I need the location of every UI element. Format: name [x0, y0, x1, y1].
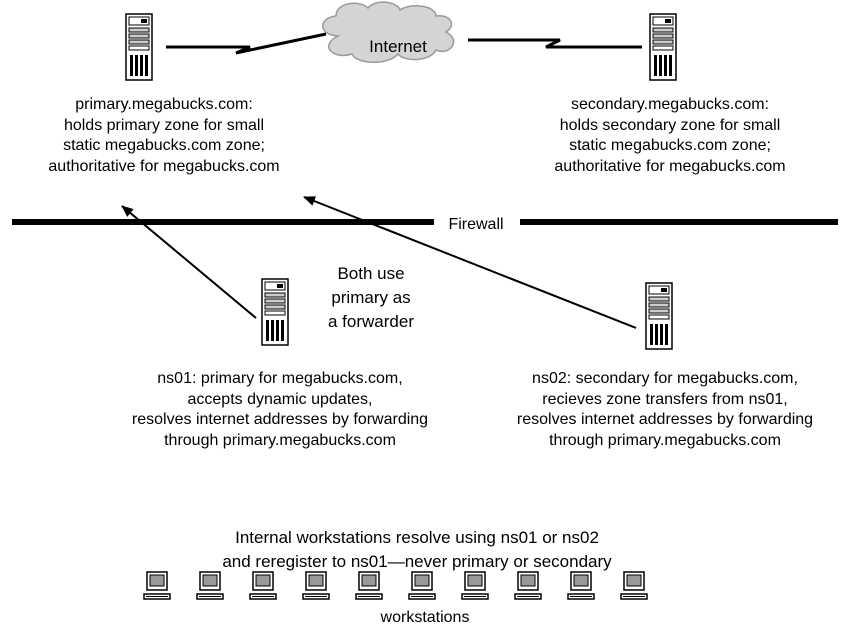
primary-line-4: authoritative for megabucks.com: [48, 157, 280, 175]
secondary-line-3: static megabucks.com zone;: [569, 137, 771, 154]
ns02-line-2: recieves zone transfers from ns01,: [542, 390, 788, 408]
secondary-server-icon: [649, 13, 677, 81]
primary-line-2: holds primary zone for small: [63, 116, 265, 134]
forwarder-line-3: a forwarder: [328, 312, 414, 331]
workstation-note: Internal workstations resolve using ns01…: [150, 526, 684, 574]
workstation-icon: [355, 571, 383, 600]
workstation-note-line-1: Internal workstations resolve using ns01…: [235, 528, 599, 547]
ns01-description: ns01: primary for megabucks.com, accepts…: [95, 369, 465, 451]
ns01-line-1: ns01: primary for megabucks.com,: [157, 370, 403, 387]
forwarder-arrow-ns02: [303, 196, 637, 329]
ns02-description: ns02: secondary for megabucks.com, recie…: [480, 369, 850, 451]
workstation-icon: [249, 571, 277, 600]
workstation-icon: [302, 571, 330, 600]
ns02-line-1: ns02: secondary for megabucks.com,: [532, 370, 798, 387]
workstation-icon: [408, 571, 436, 600]
ns02-line-4: through primary.megabucks.com: [549, 431, 781, 449]
workstation-note-line-2: and reregister to ns01—never primary or …: [222, 552, 612, 571]
secondary-line-1: secondary.megabucks.com:: [570, 96, 769, 113]
secondary-server-description: secondary.megabucks.com: holds secondary…: [520, 95, 820, 177]
secondary-line-4: authoritative for megabucks.com: [554, 157, 786, 175]
ns01-line-4: through primary.megabucks.com: [164, 431, 396, 449]
workstation-icon: [620, 571, 648, 600]
workstation-icon: [514, 571, 542, 600]
forwarder-arrow-ns01: [121, 205, 257, 319]
workstation-icon: [461, 571, 489, 600]
ns01-server-icon: [261, 278, 289, 346]
ns01-line-3: resolves internet addresses by forwardin…: [131, 411, 429, 428]
firewall-label: Firewall: [448, 216, 503, 233]
wan-link-left: [166, 32, 327, 55]
ns01-line-2: accepts dynamic updates,: [187, 390, 373, 408]
ns02-server-icon: [645, 282, 673, 350]
primary-server-description: primary.megabucks.com: holds primary zon…: [14, 95, 314, 177]
internet-cloud-icon: [322, 1, 455, 63]
primary-server-icon: [125, 13, 153, 81]
forwarder-note: Both use primary as a forwarder: [316, 262, 426, 334]
workstation-icon: [143, 571, 171, 600]
internet-label: Internet: [369, 37, 427, 56]
secondary-line-2: holds secondary zone for small: [559, 116, 781, 134]
ns02-line-3: resolves internet addresses by forwardin…: [516, 411, 814, 428]
wan-link-right: [468, 38, 642, 49]
primary-line-3: static megabucks.com zone;: [63, 137, 265, 154]
workstation-icon: [196, 571, 224, 600]
workstations-label: workstations: [380, 609, 470, 626]
forwarder-line-2: primary as: [331, 288, 411, 307]
primary-line-1: primary.megabucks.com:: [75, 96, 253, 113]
forwarder-line-1: Both use: [337, 264, 405, 283]
workstations-row: [143, 571, 648, 600]
workstation-icon: [567, 571, 595, 600]
